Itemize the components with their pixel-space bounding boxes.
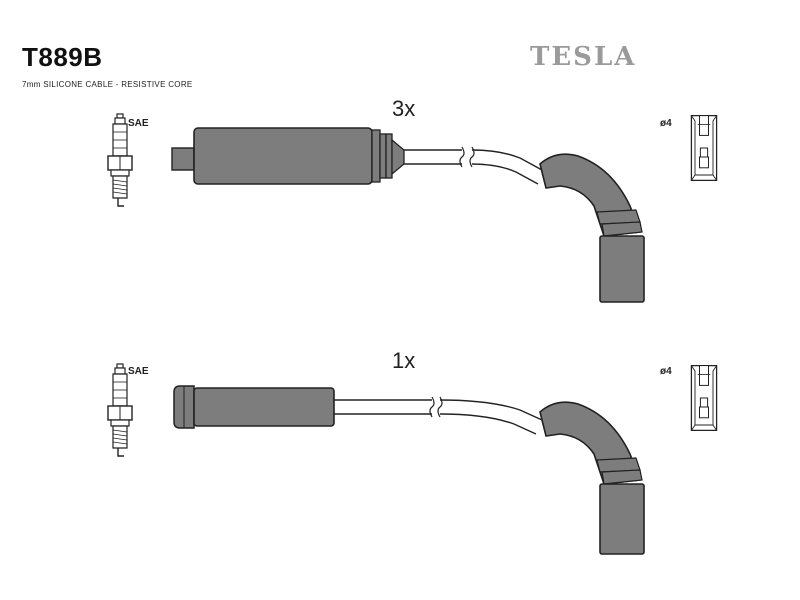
spark-plug-label: SAE [128, 366, 149, 377]
plug-boot-straight [173, 385, 335, 429]
cable [404, 146, 543, 185]
quantity-label: 1x [392, 348, 416, 373]
coil-boot-angled [539, 401, 645, 555]
plug-boot-long [171, 127, 405, 185]
terminal-icon [690, 114, 718, 182]
spark-plug-label: SAE [128, 118, 149, 129]
wire-set-3x [107, 113, 718, 303]
quantity-label: 3x [392, 96, 416, 121]
part-number: T889B [22, 42, 103, 72]
brand-logo: TESLA [530, 42, 637, 72]
cable [334, 396, 543, 435]
spark-plug-icon [107, 363, 133, 457]
terminal-diameter-label: ø4 [660, 118, 672, 129]
coil-boot-angled [539, 153, 645, 303]
cable-description: 7mm SILICONE CABLE - RESISTIVE CORE [22, 80, 193, 89]
terminal-icon [690, 364, 718, 432]
wire-set-1x [107, 363, 718, 555]
spark-plug-icon [107, 113, 133, 207]
terminal-diameter-label: ø4 [660, 366, 672, 377]
